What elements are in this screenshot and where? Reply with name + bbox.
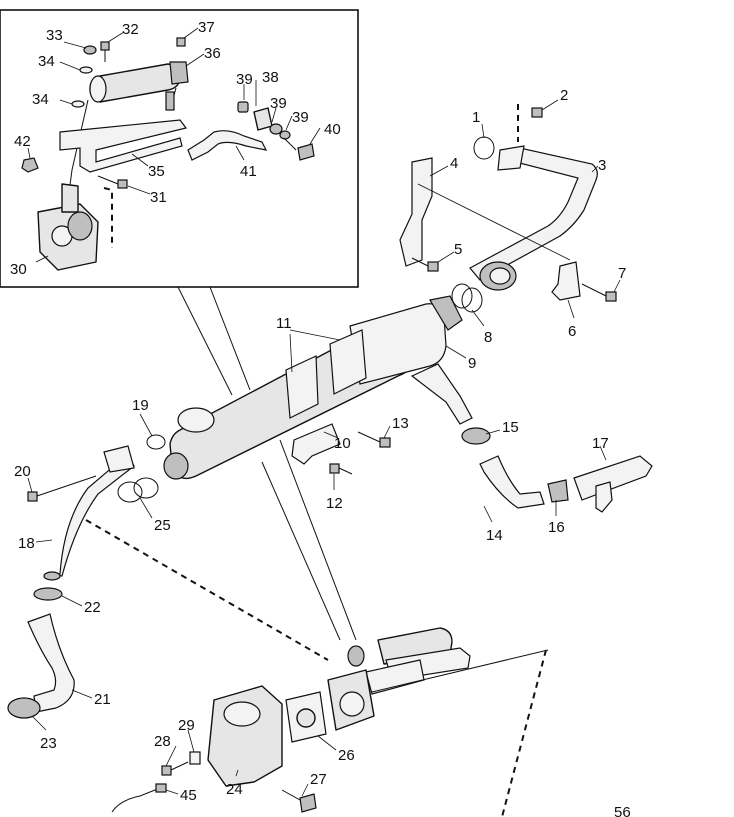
callout-3: 3 [598, 157, 606, 174]
callout-16: 16 [548, 519, 565, 536]
page-number: 56 [614, 804, 631, 817]
callout-38: 38 [262, 69, 279, 86]
lower-assembly [111, 439, 549, 817]
callout-5: 5 [454, 241, 462, 258]
callout-9: 9 [468, 355, 476, 372]
callout-32: 32 [122, 21, 139, 38]
callout-7: 7 [618, 265, 626, 282]
callout-30: 30 [10, 261, 27, 278]
callout-2: 2 [560, 87, 568, 104]
callout-39-c: 39 [292, 109, 309, 126]
callout-33: 33 [46, 27, 63, 44]
callout-27: 27 [310, 771, 327, 788]
callout-35: 35 [148, 163, 165, 180]
callout-42: 42 [14, 133, 31, 150]
callout-34-upper: 34 [38, 53, 55, 70]
callout-1: 1 [472, 109, 480, 126]
upper-pipe-assembly [399, 104, 617, 313]
callout-13: 13 [392, 415, 409, 432]
detail-inset [0, 9, 359, 396]
left-pipe-assembly [7, 445, 329, 719]
callout-11: 11 [276, 315, 292, 332]
callout-17: 17 [592, 435, 609, 452]
callout-labels: 1 2 3 4 5 6 7 8 9 10 11 12 13 14 15 16 1… [10, 19, 631, 817]
callout-22: 22 [84, 599, 101, 616]
callout-15: 15 [502, 419, 519, 436]
callout-45: 45 [180, 787, 197, 804]
leader-lines [27, 99, 621, 797]
callout-29: 29 [178, 717, 195, 734]
callout-39-a: 39 [236, 71, 253, 88]
callout-6: 6 [568, 323, 576, 340]
callout-31: 31 [150, 189, 167, 206]
callout-19: 19 [132, 397, 149, 414]
callout-41: 41 [240, 163, 257, 180]
callout-10: 10 [334, 435, 351, 452]
callout-37: 37 [198, 19, 215, 36]
callout-12: 12 [326, 495, 343, 512]
callout-26: 26 [338, 747, 355, 764]
coolant-hoses-right [461, 427, 653, 513]
egr-cooler [117, 295, 473, 503]
callout-4: 4 [450, 155, 458, 172]
callout-39-b: 39 [270, 95, 287, 112]
callout-20: 20 [14, 463, 31, 480]
callout-36: 36 [204, 45, 221, 62]
callout-23: 23 [40, 735, 57, 752]
callout-28: 28 [154, 733, 171, 750]
callout-24: 24 [226, 781, 243, 798]
callout-25: 25 [154, 517, 171, 534]
callout-34-lower: 34 [32, 91, 49, 108]
callout-40: 40 [324, 121, 341, 138]
callout-18: 18 [18, 535, 35, 552]
callout-14: 14 [486, 527, 503, 544]
callout-21: 21 [94, 691, 111, 708]
callout-8: 8 [484, 329, 492, 346]
